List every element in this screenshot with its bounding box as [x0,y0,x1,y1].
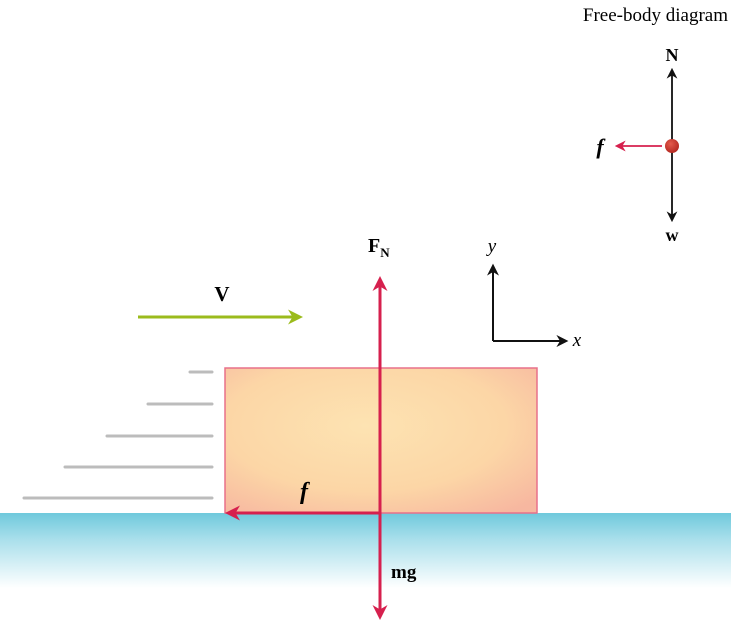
ground-surface [0,513,731,588]
y-axis-label: y [486,236,497,257]
velocity-label: V [214,282,229,306]
normal-force-label: FN [368,235,390,260]
x-axis-label: x [572,330,582,351]
normal-force-subscript: N [380,245,390,260]
fbd-point-mass [665,139,679,153]
fbd-weight-label: w [666,225,679,245]
fbd-title: Free-body diagram [583,5,728,26]
coordinate-axes: y x [486,236,582,351]
fbd-normal-label: N [666,45,679,65]
normal-force-letter: F [368,235,380,257]
speed-lines [22,370,214,500]
friction-label: f [300,479,310,505]
fbd-friction-label: f [596,134,606,159]
free-body-diagram: Free-body diagram N w f [583,5,728,245]
weight-label: mg [391,562,417,583]
